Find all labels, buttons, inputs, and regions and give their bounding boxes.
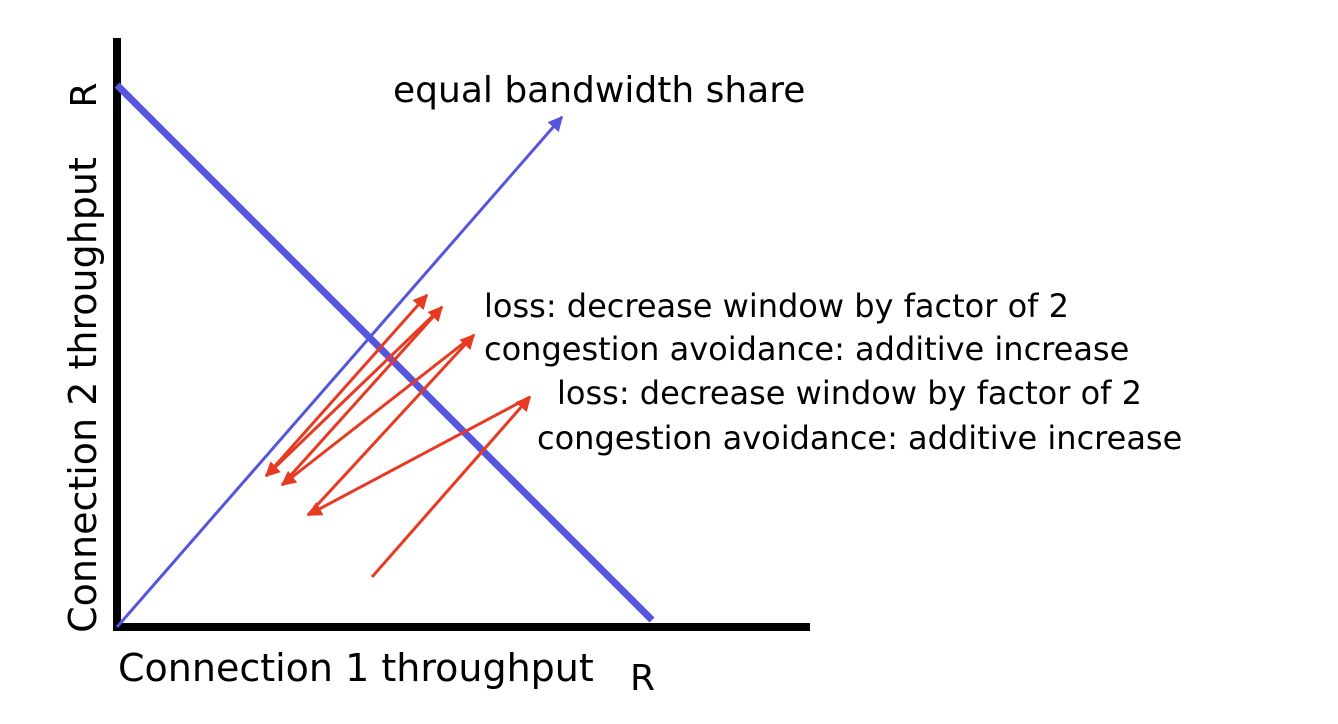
trajectory-arrow-7 — [264, 293, 429, 477]
trajectory-arrow-2 — [306, 395, 531, 517]
annotation-congestion-1: congestion avoidance: additive increase — [484, 330, 1129, 368]
trajectory — [264, 293, 532, 578]
equal-share-line — [115, 115, 564, 628]
trajectory-arrow-4 — [280, 333, 475, 487]
annotation-loss-1: loss: decrease window by factor of 2 — [484, 287, 1069, 325]
trajectory-arrow-3 — [306, 333, 476, 517]
annotation-loss-2: loss: decrease window by factor of 2 — [557, 374, 1142, 412]
annotation-congestion-2: congestion avoidance: additive increase — [537, 419, 1182, 457]
y-axis-max-label: R — [64, 82, 105, 107]
equal-share-label: equal bandwidth share — [393, 70, 805, 111]
trajectory-arrow-6 — [264, 305, 444, 478]
x-axis-label: Connection 1 throughput — [118, 646, 594, 690]
trajectory-arrow-1 — [370, 395, 532, 578]
y-axis-label: Connection 2 throughput — [61, 157, 105, 633]
trajectory-arrow-5 — [280, 305, 444, 487]
full-utilization-line — [114, 82, 655, 623]
x-axis-max-label: R — [630, 658, 655, 699]
